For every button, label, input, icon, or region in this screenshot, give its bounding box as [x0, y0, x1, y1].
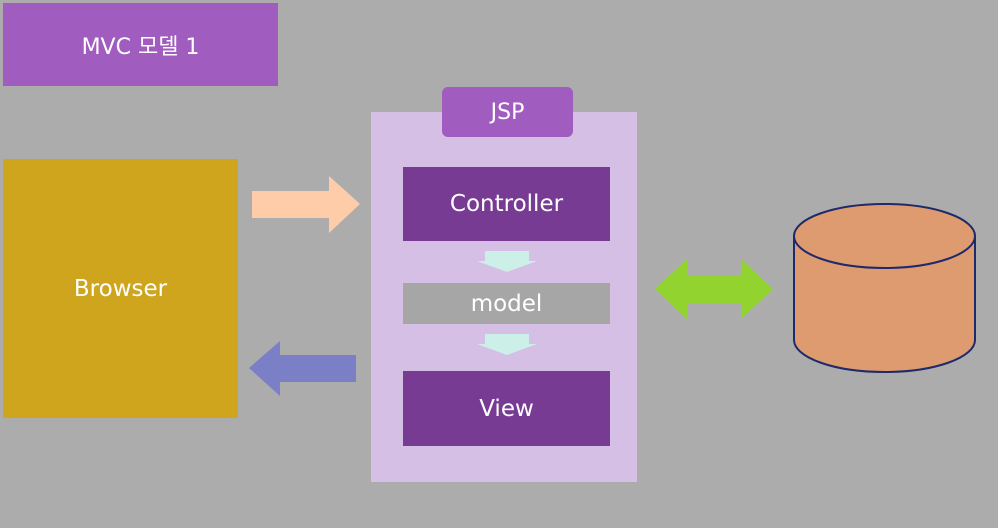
database-icon	[793, 203, 976, 373]
view-box: View	[403, 371, 610, 446]
controller-to-model-arrow	[477, 251, 537, 272]
diagram-title: MVC 모델 1	[3, 3, 278, 86]
jsp-label: JSP	[442, 87, 573, 137]
model-to-view-arrow	[477, 334, 537, 355]
request-arrow	[252, 176, 360, 233]
controller-box: Controller	[403, 167, 610, 241]
response-arrow	[249, 341, 356, 396]
model-box: model	[403, 283, 610, 324]
browser-box: Browser	[3, 159, 238, 418]
jsp-database-arrow	[655, 259, 773, 319]
